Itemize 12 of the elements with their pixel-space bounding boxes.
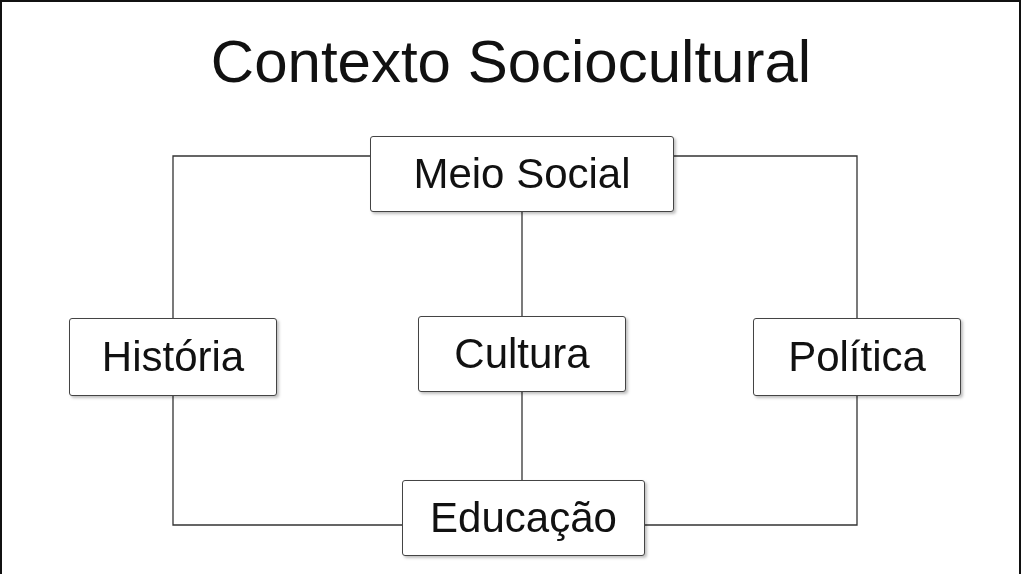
text-box: História [69,318,277,396]
connector-line [644,395,858,526]
connector-line [172,395,403,526]
text-box: Política [753,318,961,396]
connector-line [673,155,858,319]
connector-line [521,211,523,317]
connector-line [172,155,371,319]
connector-line [521,391,523,481]
text-box: Meio Social [370,136,674,212]
title: Contexto Sociocultural [209,27,813,97]
text-box: Cultura [418,316,626,392]
text-box: Educação [402,480,645,556]
